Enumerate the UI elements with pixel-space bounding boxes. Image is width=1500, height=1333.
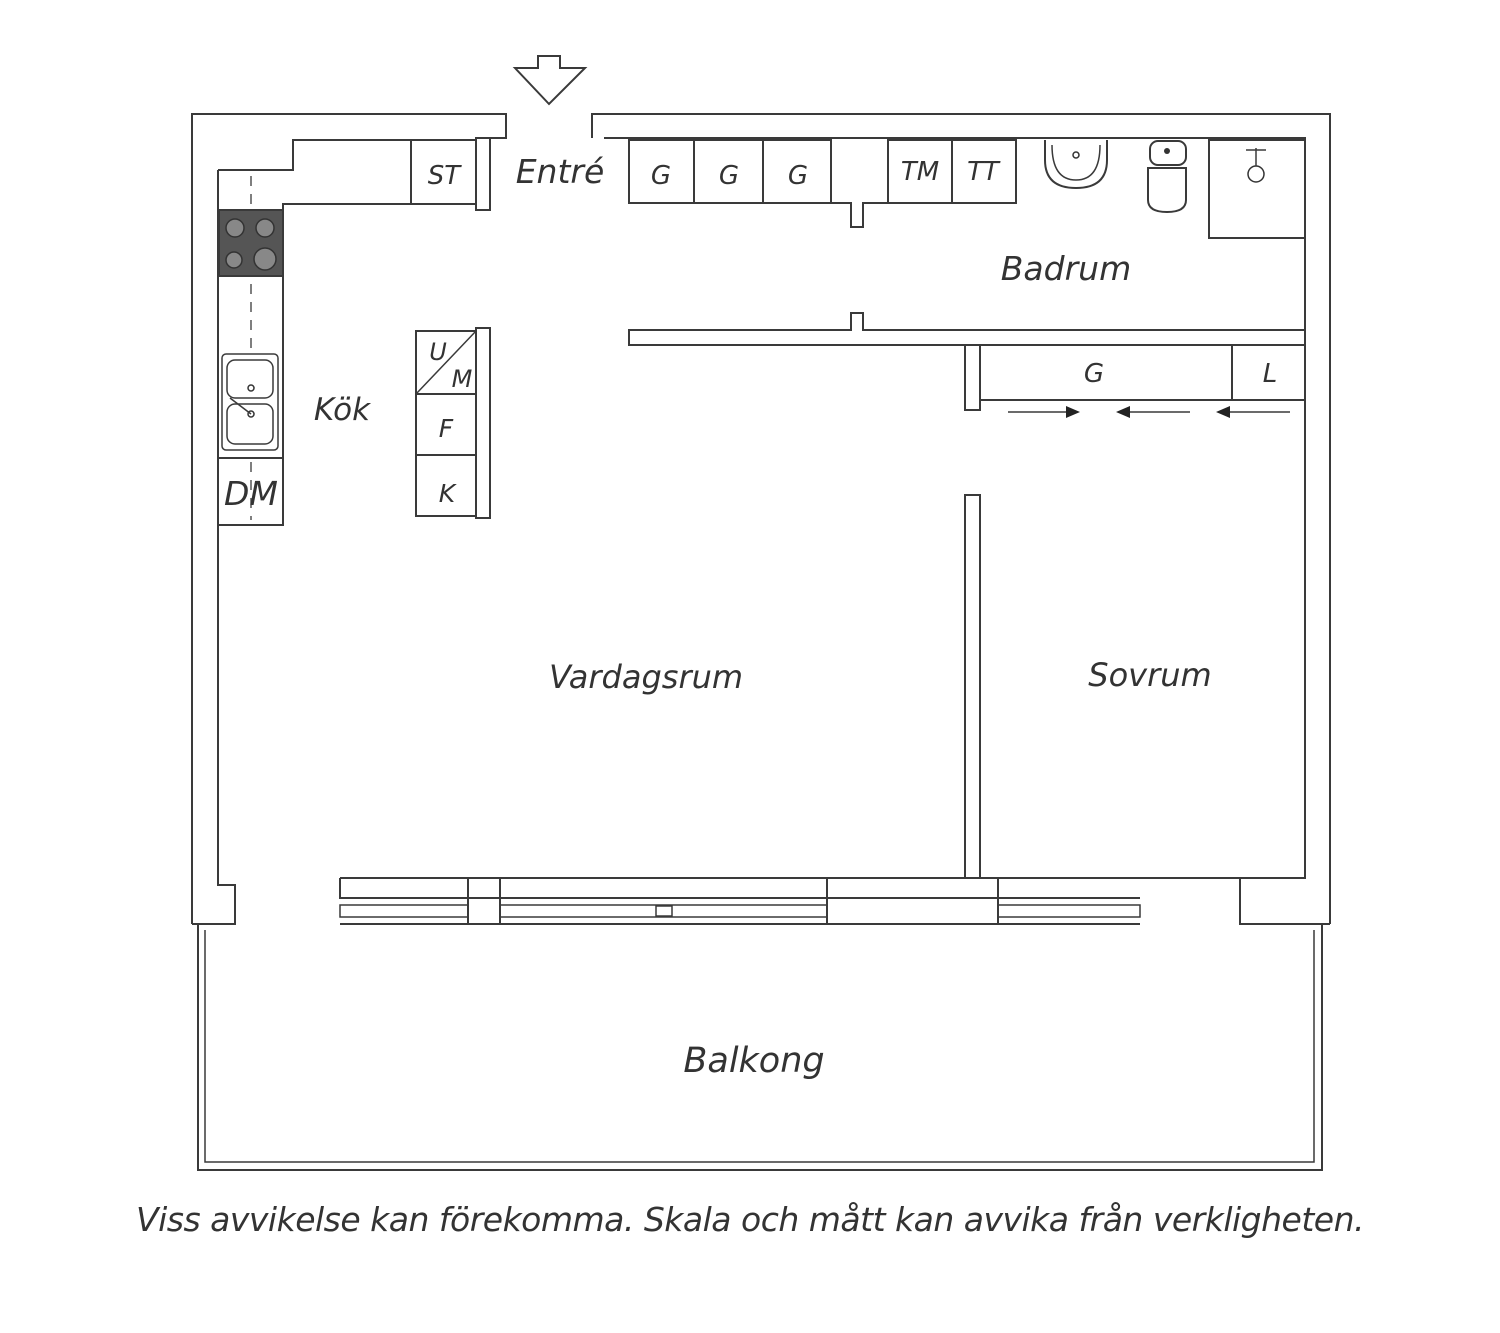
kitchen-counter	[218, 137, 491, 526]
unit-label-g1: G	[651, 161, 671, 191]
disclaimer-text: Viss avvikelse kan förekomma. Skala och …	[136, 1200, 1364, 1239]
entrance-wardrobes	[628, 139, 832, 204]
bedroom-partition	[964, 344, 1305, 878]
entrance-arrow-icon	[512, 55, 588, 106]
window-glazing	[339, 877, 1240, 925]
room-label-kok: Kök	[314, 392, 371, 428]
room-label-sovrum: Sovrum	[1088, 656, 1211, 694]
unit-label-g-bedroom: G	[1084, 359, 1104, 389]
unit-label-tm: TM	[901, 157, 939, 187]
fridge-column	[415, 327, 491, 519]
sink-icon	[221, 353, 279, 451]
unit-label-k: K	[439, 479, 458, 508]
bedroom-wardrobe	[964, 344, 1306, 418]
room-label-badrum: Badrum	[1001, 249, 1131, 288]
sliding-door-arrows-icon	[1008, 406, 1290, 418]
unit-label-st: ST	[428, 161, 463, 191]
unit-label-f: F	[439, 414, 454, 443]
room-label-entre: Entré	[516, 152, 605, 191]
bathroom-walls	[628, 202, 1306, 346]
washbasin-icon	[1044, 140, 1108, 190]
unit-label-m: M	[452, 365, 473, 393]
room-label-balkong: Balkong	[683, 1041, 824, 1081]
toilet-icon	[1147, 140, 1187, 214]
unit-label-u: U	[429, 338, 447, 366]
shower-icon	[1208, 139, 1306, 239]
balcony-outline	[197, 924, 1323, 1171]
outer-walls	[191, 113, 1331, 925]
room-label-vardagsrum: Vardagsrum	[549, 658, 743, 696]
unit-label-tt: TT	[967, 157, 1001, 187]
unit-label-l: L	[1263, 359, 1278, 389]
unit-label-g2: G	[719, 161, 739, 191]
unit-label-dm: DM	[224, 474, 278, 513]
unit-label-g3: G	[788, 161, 808, 191]
stove-icon	[218, 209, 284, 277]
washer-dryer	[887, 139, 1017, 204]
